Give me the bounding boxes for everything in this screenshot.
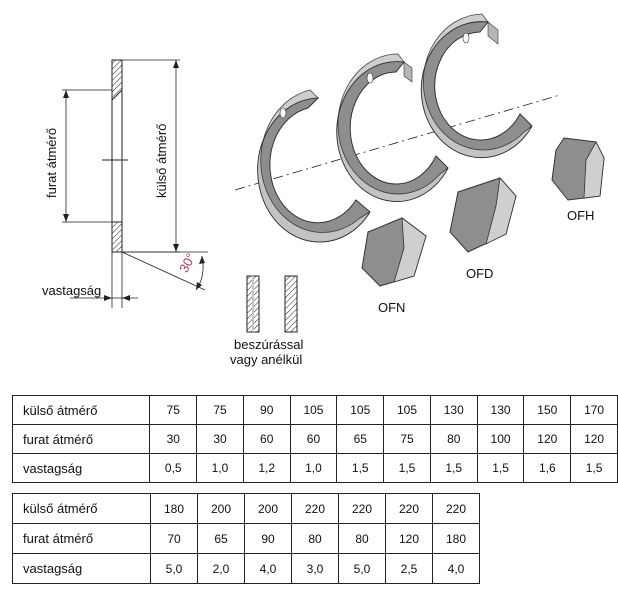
table-cell: 65 xyxy=(336,424,385,454)
table-cell: 65 xyxy=(197,523,245,554)
table-cell: 1,6 xyxy=(523,453,572,483)
table-cell: 120 xyxy=(385,523,433,554)
table-cell: 1,5 xyxy=(570,453,618,483)
table-cell: 200 xyxy=(244,493,292,524)
table-cell: 130 xyxy=(476,395,525,425)
table-cell: 5,0 xyxy=(150,553,198,584)
profile-lower xyxy=(111,221,123,253)
groove-note-line2: vagy anélkül xyxy=(230,352,303,367)
profile-upper xyxy=(111,59,123,102)
table-cell: 60 xyxy=(289,424,338,454)
table-cell: 180 xyxy=(432,523,480,554)
table-cell: 105 xyxy=(336,395,385,425)
segment-label-ofh: OFH xyxy=(567,208,595,223)
segment-ofh xyxy=(551,137,605,201)
table-cell: 220 xyxy=(432,493,480,524)
table-cell: 100 xyxy=(476,424,525,454)
outer-diameter-label: külső átmérő xyxy=(154,123,169,198)
ring-1 xyxy=(257,89,371,243)
table-cell: 120 xyxy=(523,424,572,454)
thickness-label: vastagság xyxy=(42,283,102,298)
table-cell: 1,0 xyxy=(196,453,244,483)
segment-ofd xyxy=(449,177,517,253)
row-label: vastagság xyxy=(11,453,151,483)
table-cell: 220 xyxy=(385,493,433,524)
table-cell: 1,2 xyxy=(242,453,291,483)
table-cell: 180 xyxy=(150,493,198,524)
table-cell: 200 xyxy=(197,493,245,524)
groove-note-line1: beszúrással xyxy=(234,337,304,352)
table-cell: 3,0 xyxy=(291,553,339,584)
groove-variant-grooved xyxy=(284,275,298,333)
table-cell: 30 xyxy=(149,424,198,454)
cross-section-drawing xyxy=(62,13,605,333)
row-label: furat átmérő xyxy=(11,424,151,454)
table-cell: 80 xyxy=(338,523,386,554)
table-cell: 220 xyxy=(291,493,339,524)
table-cell: 75 xyxy=(196,395,244,425)
table-cell: 4,0 xyxy=(432,553,480,584)
table-cell: 60 xyxy=(242,424,291,454)
table-cell: 80 xyxy=(429,424,478,454)
table-cell: 75 xyxy=(149,395,198,425)
row-label: furat átmérő xyxy=(12,523,151,554)
row-label: külső átmérő xyxy=(12,493,151,524)
table-cell: 4,0 xyxy=(244,553,292,584)
table-cell: 2,5 xyxy=(385,553,433,584)
table-cell: 30 xyxy=(196,424,244,454)
table-cell: 1,0 xyxy=(289,453,338,483)
table-cell: 120 xyxy=(570,424,618,454)
row-label: vastagság xyxy=(12,553,151,584)
segment-label-ofn: OFN xyxy=(378,300,406,315)
table-cell: 70 xyxy=(150,523,198,554)
table-cell: 130 xyxy=(429,395,478,425)
table-cell: 1,5 xyxy=(429,453,478,483)
table-cell: 1,5 xyxy=(476,453,525,483)
segment-ofn xyxy=(361,217,427,287)
table-cell: 90 xyxy=(242,395,291,425)
ring-2 xyxy=(336,53,449,202)
table-cell: 5,0 xyxy=(338,553,386,584)
table-cell: 1,5 xyxy=(336,453,385,483)
ring-3 xyxy=(420,13,533,159)
bore-diameter-label: furat átmérő xyxy=(44,127,59,198)
table-cell: 105 xyxy=(289,395,338,425)
segment-label-ofd: OFD xyxy=(466,266,494,281)
table-cell: 2,0 xyxy=(197,553,245,584)
table-cell: 105 xyxy=(383,395,431,425)
table-cell: 150 xyxy=(523,395,572,425)
table-cell: 1,5 xyxy=(383,453,431,483)
table-cell: 90 xyxy=(244,523,292,554)
table-cell: 80 xyxy=(291,523,339,554)
row-label: külső átmérő xyxy=(11,395,151,425)
table-cell: 75 xyxy=(383,424,431,454)
table-cell: 220 xyxy=(338,493,386,524)
table-cell: 170 xyxy=(570,395,618,425)
table-cell: 0,5 xyxy=(149,453,198,483)
